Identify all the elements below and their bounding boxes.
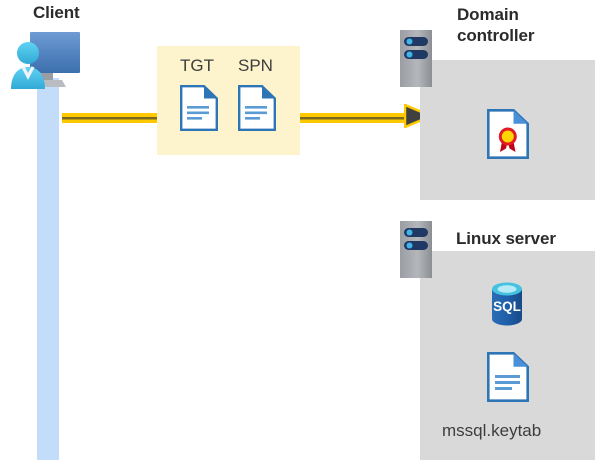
linux-server-title: Linux server [456,229,556,248]
certificate-document-icon [487,109,529,159]
auth-request-arrow-head [403,103,435,129]
tgt-document-icon [180,85,218,131]
keytab-document-icon [487,352,529,402]
spn-document-icon [238,85,276,131]
keytab-file-label: mssql.keytab [442,421,542,440]
spn-label: SPN [238,56,273,75]
client-lifeline [37,78,59,460]
domain-controller-title: Domain controller [457,5,535,45]
sql-database-icon: SQL [484,281,530,327]
sql-label: SQL [493,299,521,314]
client-computer-user-icon [8,27,90,93]
message-payload-box [157,46,300,155]
domain-controller-server-rack-icon [400,30,432,87]
tgt-label: TGT [180,56,214,75]
client-title: Client [33,3,80,22]
linux-server-rack-icon [400,221,432,278]
